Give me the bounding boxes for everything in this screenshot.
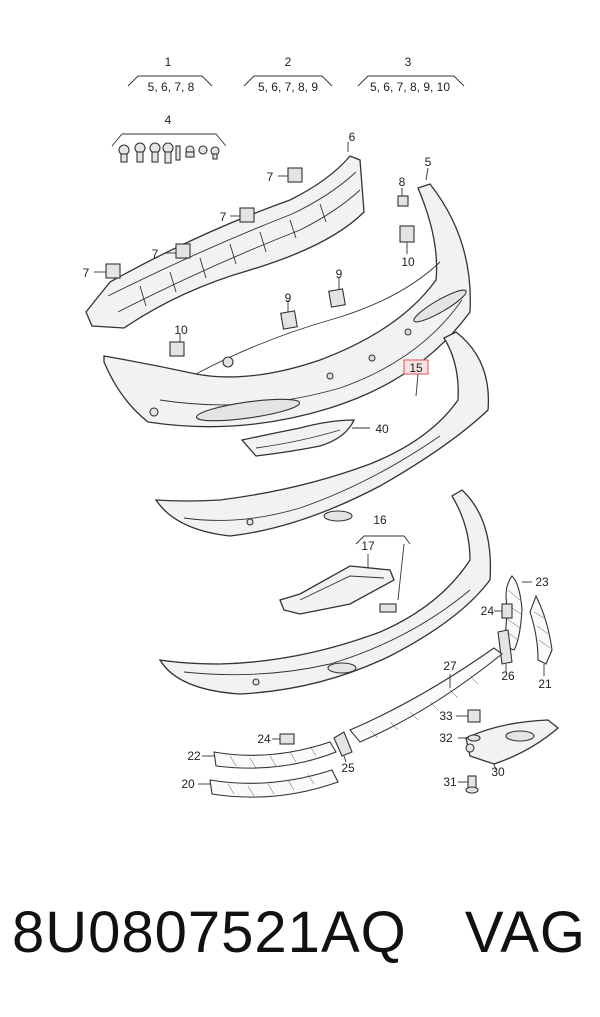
lower-bumper-section: 15 bbox=[154, 331, 490, 537]
svg-text:7: 7 bbox=[152, 247, 159, 261]
reflector-insert: 40 bbox=[240, 419, 389, 457]
svg-text:3: 3 bbox=[405, 55, 412, 69]
clip-7-c: 7 bbox=[152, 243, 191, 261]
group-header-1: 1 5, 6, 7, 8 bbox=[127, 55, 213, 94]
bracket-25: 25 bbox=[333, 731, 355, 775]
label-23: 23 bbox=[535, 575, 549, 589]
svg-text:10: 10 bbox=[174, 323, 188, 337]
svg-text:2: 2 bbox=[285, 55, 292, 69]
label-17: 17 bbox=[361, 539, 375, 553]
label-32: 32 bbox=[439, 731, 453, 745]
clip-24-left: 24 bbox=[257, 732, 295, 746]
svg-text:9: 9 bbox=[285, 291, 292, 305]
washer-32: 32 bbox=[439, 731, 481, 745]
svg-text:7: 7 bbox=[267, 170, 274, 184]
side-grille-21: 21 bbox=[529, 594, 553, 691]
label-6: 6 bbox=[349, 130, 356, 144]
screw-31: 31 bbox=[443, 775, 479, 794]
highlight-box-15 bbox=[403, 359, 429, 375]
bracket-10-left: 10 bbox=[169, 323, 188, 357]
label-5: 5 bbox=[425, 155, 432, 169]
group-header-3: 3 5, 6, 7, 8, 9, 10 bbox=[357, 55, 465, 94]
insert-tray: 17 bbox=[279, 539, 395, 615]
lower-grille-20: 20 bbox=[181, 769, 339, 798]
clip-7-d: 7 bbox=[83, 263, 121, 280]
label-4: 4 bbox=[165, 113, 172, 127]
part-number-text: 8U0807521AQ bbox=[12, 900, 407, 965]
label-26: 26 bbox=[501, 669, 515, 683]
clip-24-right: 24 bbox=[481, 603, 513, 619]
mounting-bracket: 6 bbox=[85, 130, 365, 329]
clip-7-b: 7 bbox=[220, 207, 255, 224]
brand-text: VAG bbox=[464, 900, 586, 965]
clip-7-a: 7 bbox=[267, 167, 303, 184]
svg-text:1: 1 bbox=[165, 55, 172, 69]
label-16: 16 bbox=[373, 513, 387, 527]
centre-grille-strip: 27 bbox=[349, 647, 503, 743]
svg-text:24: 24 bbox=[257, 732, 271, 746]
group-header-2: 2 5, 6, 7, 8, 9 bbox=[243, 55, 333, 94]
svg-text:7: 7 bbox=[83, 266, 90, 280]
label-40: 40 bbox=[375, 422, 389, 436]
svg-text:8: 8 bbox=[399, 175, 406, 189]
svg-text:5, 6, 7, 8, 9: 5, 6, 7, 8, 9 bbox=[258, 80, 318, 94]
sensor-holder-9-a: 9 bbox=[280, 291, 298, 330]
tow-hook-cover: 30 bbox=[465, 719, 560, 779]
nut-33: 33 bbox=[439, 709, 481, 723]
screws-set: 4 bbox=[111, 113, 227, 164]
lower-trim-panel: 16 bbox=[158, 489, 492, 695]
label-22: 22 bbox=[187, 749, 201, 763]
svg-text:10: 10 bbox=[401, 255, 415, 269]
svg-text:9: 9 bbox=[336, 267, 343, 281]
label-21: 21 bbox=[538, 677, 552, 691]
bumper-cover: 5 bbox=[103, 155, 471, 428]
footer-caption: 8U0807521AQ VAG bbox=[12, 895, 592, 975]
sensor-holder-9-b: 9 bbox=[328, 267, 346, 308]
label-27: 27 bbox=[443, 659, 457, 673]
clip-8: 8 bbox=[397, 175, 409, 207]
label-31: 31 bbox=[443, 775, 457, 789]
bracket-10-right: 10 bbox=[399, 225, 415, 269]
label-33: 33 bbox=[439, 709, 453, 723]
label-25: 25 bbox=[341, 761, 355, 775]
label-15: 15 bbox=[409, 361, 423, 375]
svg-text:24: 24 bbox=[481, 604, 495, 618]
label-20: 20 bbox=[181, 777, 195, 791]
svg-text:5, 6, 7, 8, 9, 10: 5, 6, 7, 8, 9, 10 bbox=[370, 80, 450, 94]
svg-text:5, 6, 7, 8: 5, 6, 7, 8 bbox=[148, 80, 195, 94]
lower-grille-22: 22 bbox=[187, 741, 337, 769]
svg-text:7: 7 bbox=[220, 210, 227, 224]
label-30: 30 bbox=[491, 765, 505, 779]
